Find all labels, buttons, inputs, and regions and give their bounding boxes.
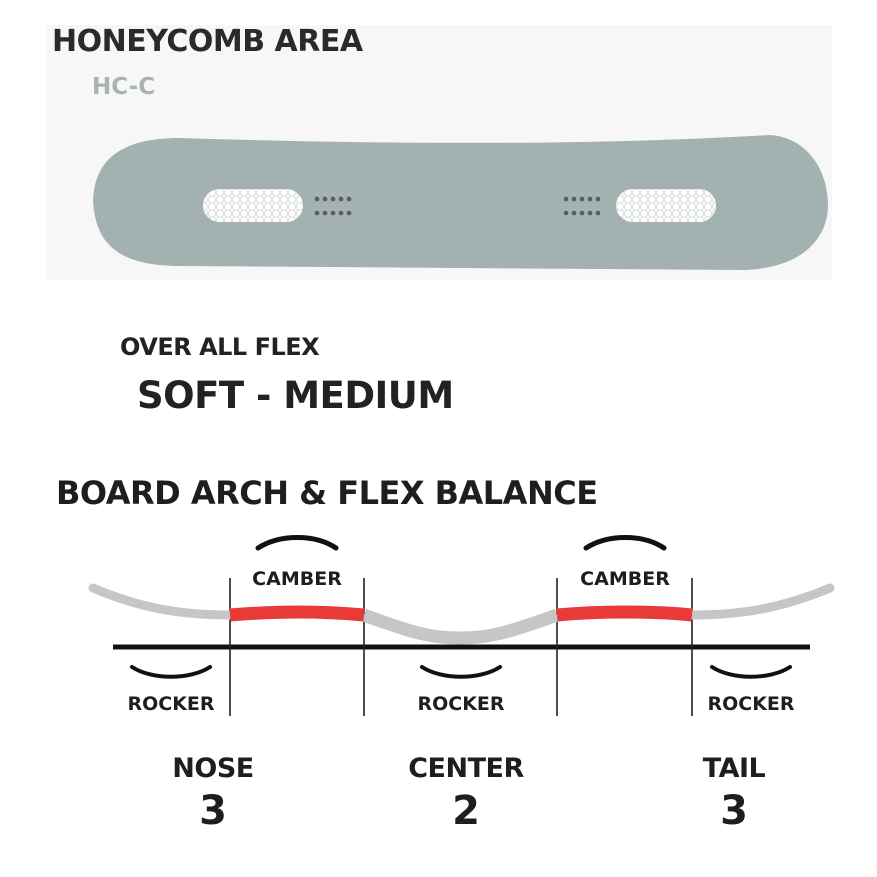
overall-flex-label: OVER ALL FLEX [120,333,320,361]
zone-name-tail: TAIL [702,753,766,784]
zone-name-center: CENTER [408,753,524,784]
zone-dividers [229,578,693,716]
board-profile-diagram: CAMBER CAMBER ROCKER ROCKER ROCKER [88,535,835,716]
arch-flex-balance-title: BOARD ARCH & FLEX BALANCE [56,474,598,512]
center-rocker-label: ROCKER [417,693,504,715]
left-insert-holes [314,196,352,216]
zone-value-center: 2 [452,788,480,834]
zone-value-nose: 3 [199,788,227,834]
rocker-arc-icon [130,665,212,679]
tail-camber-segment [556,605,693,622]
nose-rocker-segment [88,583,235,620]
camber-arc-icon [255,535,339,551]
tail-rocker-label: ROCKER [707,693,794,715]
tail-camber-label: CAMBER [580,568,670,590]
left-honeycomb-zone [203,189,303,222]
right-honeycomb-zone [616,189,716,222]
nose-camber-label: CAMBER [252,568,342,590]
nose-rocker-label: ROCKER [127,693,214,715]
honeycomb-code: HC-C [92,74,156,100]
zone-value-tail: 3 [720,788,748,834]
center-rocker-segment [361,608,560,645]
honeycomb-area-title: HONEYCOMB AREA [52,24,363,59]
camber-arc-icon [583,535,667,551]
right-insert-holes [563,196,601,216]
rocker-arc-icon [710,665,792,679]
tail-rocker-segment [687,583,835,620]
overall-flex-value: SOFT - MEDIUM [137,374,454,417]
rocker-arc-icon [420,665,502,679]
snowboard-illustration [93,135,828,270]
nose-camber-segment [229,605,365,622]
snowboard-body [93,135,828,270]
zone-name-nose: NOSE [172,753,254,784]
